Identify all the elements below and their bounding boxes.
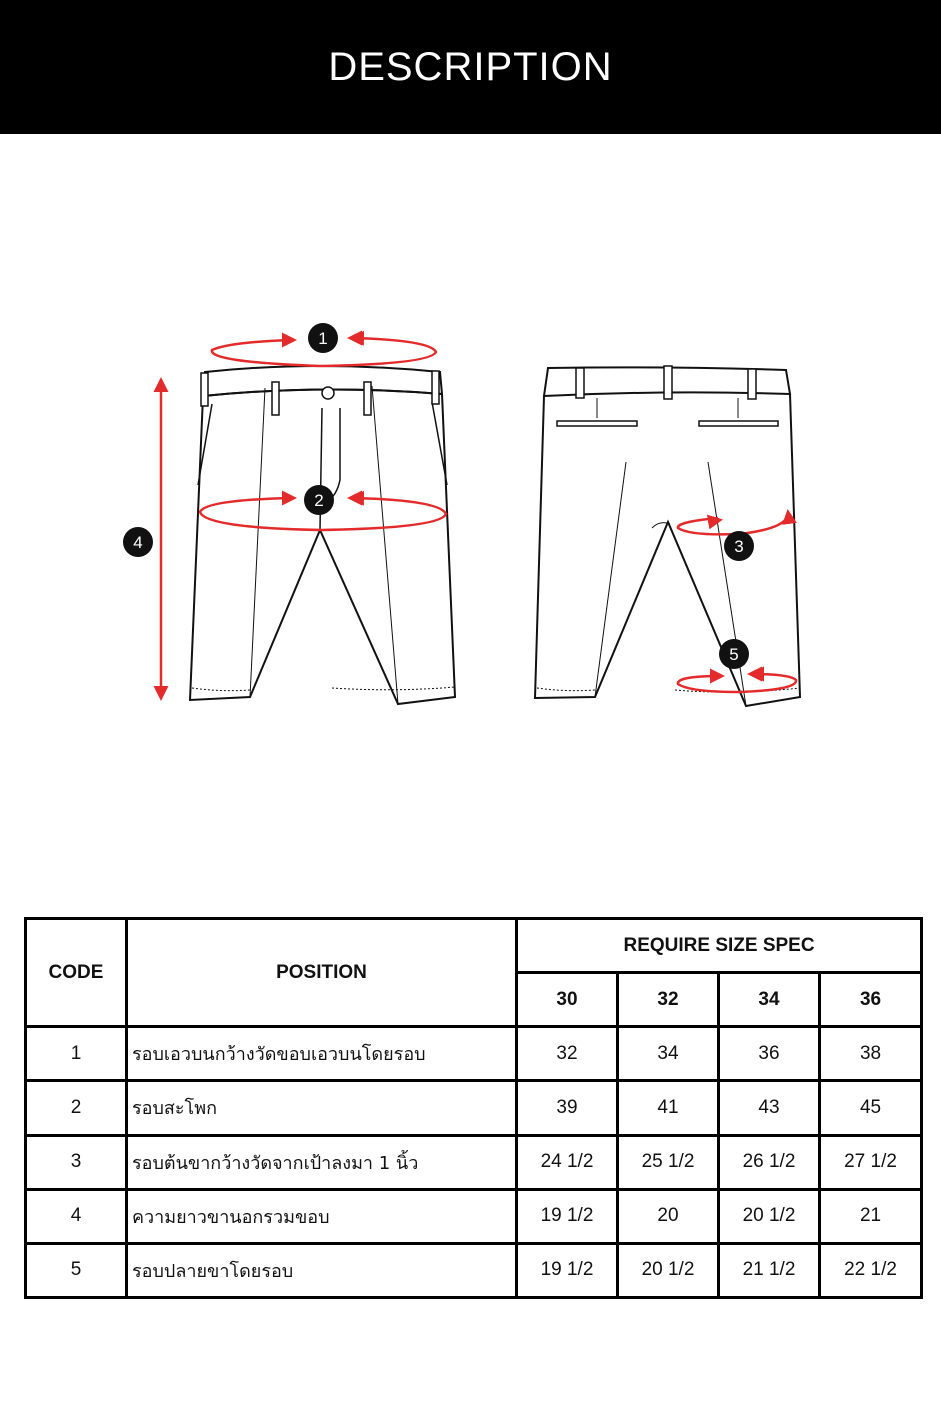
row-value: 21 1/2 [717, 1241, 821, 1300]
svg-text:4: 4 [133, 533, 142, 552]
measurement-guides [153, 330, 798, 701]
row-code: 4 [24, 1187, 128, 1245]
header-size-34: 34 [717, 971, 821, 1029]
table-size-header-row: 30 32 34 36 [26, 971, 924, 1029]
front-view-shorts [188, 365, 457, 706]
marker-5: 5 [719, 639, 749, 669]
row-value: 24 1/2 [515, 1133, 619, 1191]
row-position: ความยาวขานอกรวมขอบ [125, 1187, 518, 1245]
row-value: 19 1/2 [515, 1241, 619, 1300]
table-row: 3 รอบต้นขากว้างวัดจากเป้าลงมา 1 นิ้ว 24 … [24, 1133, 924, 1191]
row-value: 43 [717, 1079, 821, 1137]
page-title: DESCRIPTION [328, 44, 613, 89]
row-value: 27 1/2 [817, 1133, 924, 1191]
header-position: POSITION [125, 916, 518, 1029]
svg-text:1: 1 [318, 329, 327, 348]
marker-2: 2 [304, 485, 334, 515]
row-code: 1 [24, 1025, 128, 1083]
row-code: 2 [24, 1079, 128, 1137]
row-position: รอบปลายขาโดยรอบ [125, 1241, 518, 1300]
shorts-diagram: 1 2 3 4 5 [123, 323, 802, 708]
row-value: 22 1/2 [817, 1241, 924, 1300]
row-code: 5 [24, 1241, 128, 1300]
table-row: 4 ความยาวขานอกรวมขอบ 19 1/2 20 20 1/2 21 [24, 1187, 924, 1245]
row-code: 3 [24, 1133, 128, 1191]
svg-text:2: 2 [314, 491, 323, 510]
row-value: 20 1/2 [717, 1187, 821, 1245]
row-value: 20 [616, 1187, 720, 1245]
table-row: 2 รอบสะโพก 39 41 43 45 [24, 1079, 924, 1137]
row-value: 20 1/2 [616, 1241, 720, 1300]
row-value: 39 [515, 1079, 619, 1137]
svg-text:5: 5 [729, 645, 738, 664]
table-row: 1 รอบเอวบนกว้างวัดขอบเอวบนโดยรอบ 32 34 3… [24, 1025, 924, 1083]
row-value: 19 1/2 [515, 1187, 619, 1245]
back-view-shorts [533, 365, 802, 708]
svg-text:3: 3 [734, 537, 743, 556]
header-code: CODE [24, 916, 128, 1029]
row-value: 32 [515, 1025, 619, 1083]
row-position: รอบเอวบนกว้างวัดขอบเอวบนโดยรอบ [125, 1025, 518, 1083]
row-value: 41 [616, 1079, 720, 1137]
page-header: DESCRIPTION [0, 0, 941, 134]
row-value: 34 [616, 1025, 720, 1083]
size-spec-table: CODE POSITION REQUIRE SIZE SPEC 30 32 34… [24, 916, 924, 1300]
row-value: 38 [817, 1025, 924, 1083]
header-size-36: 36 [817, 971, 924, 1029]
row-position: รอบสะโพก [125, 1079, 518, 1137]
row-value: 21 [817, 1187, 924, 1245]
table-row: 5 รอบปลายขาโดยรอบ 19 1/2 20 1/2 21 1/2 2… [24, 1241, 924, 1300]
table-header-row: CODE POSITION REQUIRE SIZE SPEC [24, 916, 924, 1029]
header-size-30: 30 [515, 971, 619, 1029]
header-size-32: 32 [616, 971, 720, 1029]
marker-1: 1 [308, 323, 338, 353]
marker-4: 4 [123, 527, 153, 557]
row-value: 45 [817, 1079, 924, 1137]
row-value: 26 1/2 [717, 1133, 821, 1191]
marker-3: 3 [724, 531, 754, 561]
row-value: 25 1/2 [616, 1133, 720, 1191]
row-position: รอบต้นขากว้างวัดจากเป้าลงมา 1 นิ้ว [125, 1133, 518, 1191]
row-value: 36 [717, 1025, 821, 1083]
header-require-size-spec: REQUIRE SIZE SPEC [514, 916, 924, 975]
